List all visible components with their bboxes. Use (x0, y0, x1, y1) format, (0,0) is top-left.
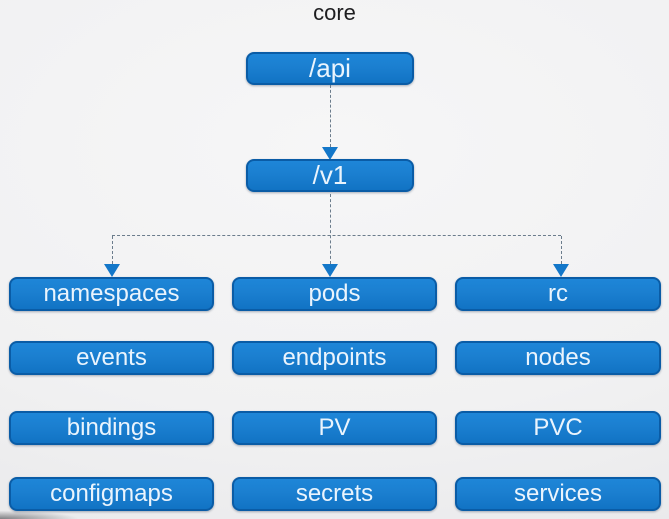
connector-branch-right (561, 236, 562, 264)
diagram-title: core (313, 0, 356, 25)
node-v1: /v1 (246, 159, 414, 192)
node-events: events (9, 341, 214, 375)
node-rc: rc (455, 277, 661, 311)
node-secrets: secrets (232, 477, 437, 511)
connector-branch-horizontal (112, 235, 561, 236)
node-nodes: nodes (455, 341, 661, 375)
node-pods: pods (232, 277, 437, 311)
arrow-down-icon (553, 264, 569, 277)
node-configmaps: configmaps (9, 477, 214, 511)
arrow-down-icon (104, 264, 120, 277)
node-endpoints: endpoints (232, 341, 437, 375)
node-api: /api (246, 52, 414, 85)
node-pvc: PVC (455, 411, 661, 445)
node-pv: PV (232, 411, 437, 445)
node-bindings: bindings (9, 411, 214, 445)
connector-api-v1 (330, 85, 331, 147)
node-services: services (455, 477, 661, 511)
connector-v1-center (330, 194, 331, 264)
arrow-down-icon (322, 264, 338, 277)
arrow-down-icon (322, 147, 338, 160)
node-namespaces: namespaces (9, 277, 214, 311)
connector-branch-left (112, 236, 113, 264)
